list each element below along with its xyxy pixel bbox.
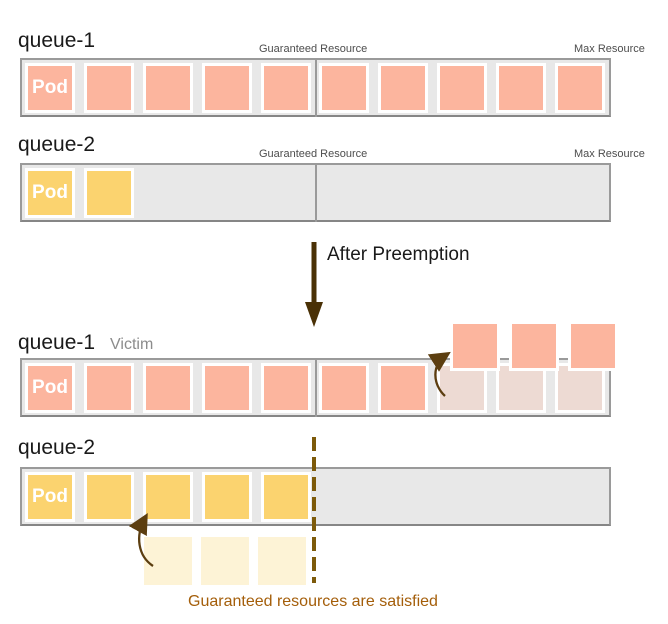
pod-group-q1-top-right (319, 63, 605, 113)
pod-square (378, 363, 428, 413)
pod-square (496, 63, 546, 113)
pod-label: Pod (32, 486, 68, 507)
pod-label: Pod (32, 182, 68, 203)
pod-square-labeled: Pod (25, 168, 75, 218)
pod-square (143, 63, 193, 113)
pod-square (84, 363, 134, 413)
pod-square (202, 363, 252, 413)
pod-square (261, 472, 311, 522)
pod-group-q1-top-left: Pod (25, 63, 311, 113)
pod-square (378, 63, 428, 113)
victim-label: Victim (110, 336, 154, 353)
pod-square (437, 63, 487, 113)
pod-square-incoming (201, 537, 249, 585)
guaranteed-divider-line (315, 58, 317, 117)
guaranteed-divider-line (315, 163, 317, 222)
pod-square-incoming (144, 537, 192, 585)
pod-square (84, 168, 134, 218)
guaranteed-resource-label-top-q2: Guaranteed Resource (259, 148, 368, 160)
caption-guaranteed-satisfied: Guaranteed resources are satisfied (188, 593, 438, 610)
pod-square (319, 363, 369, 413)
pod-label: Pod (32, 377, 68, 398)
eviction-arrow-icon (427, 351, 451, 397)
incoming-arrow-icon (128, 512, 154, 567)
pod-square-evicted (568, 321, 618, 371)
pod-square-labeled: Pod (25, 472, 75, 522)
max-resource-label-top-q2: Max Resource (574, 148, 645, 160)
queue1-top-title: queue-1 (18, 29, 96, 52)
pod-square-evicted (509, 321, 559, 371)
pod-group-q2-top: Pod (25, 168, 134, 218)
pod-label: Pod (32, 77, 68, 98)
pod-square (202, 63, 252, 113)
pod-square-labeled: Pod (25, 363, 75, 413)
guaranteed-divider-line (315, 358, 317, 417)
pod-group-incoming (144, 537, 306, 585)
pod-square (84, 63, 134, 113)
pod-square (84, 472, 134, 522)
guaranteed-resource-label-top-q1: Guaranteed Resource (259, 43, 368, 55)
pod-square (202, 472, 252, 522)
pod-group-evicted (450, 321, 618, 371)
pod-group-q2-bottom: Pod (25, 472, 311, 522)
guaranteed-dashed-line (312, 437, 316, 583)
pod-square (143, 472, 193, 522)
max-resource-label-top-q1: Max Resource (574, 43, 645, 55)
pod-group-q1-bottom-left: Pod (25, 363, 311, 413)
queue1-bottom-title: queue-1 (18, 331, 96, 354)
pod-square (319, 63, 369, 113)
queue2-top-title: queue-2 (18, 133, 96, 156)
pod-square (261, 363, 311, 413)
after-preemption-label: After Preemption (327, 244, 470, 265)
pod-square (261, 63, 311, 113)
pod-square-evicted (450, 321, 500, 371)
pod-square (143, 363, 193, 413)
pod-square-labeled: Pod (25, 63, 75, 113)
pod-square (555, 63, 605, 113)
queue2-top-bar: Pod (20, 163, 611, 222)
queue1-top-bar: Pod (20, 58, 611, 117)
pod-square-incoming (258, 537, 306, 585)
down-arrow-icon (305, 242, 323, 327)
queue2-bottom-title: queue-2 (18, 436, 96, 459)
